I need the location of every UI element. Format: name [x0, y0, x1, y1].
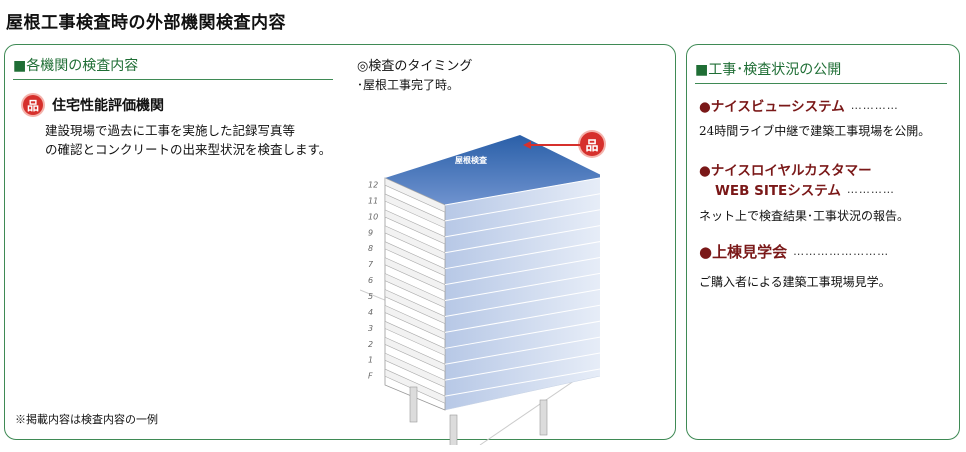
floor-line — [444, 368, 600, 397]
floor-line — [444, 193, 600, 222]
floor-number: 12 — [368, 181, 378, 190]
roof-inspection-label: 屋根検査 — [455, 156, 487, 165]
leader-dots: ………… — [846, 182, 895, 196]
floor-line — [444, 225, 600, 254]
timing-heading: ◎検査のタイミング — [357, 59, 473, 74]
org-desc-line: 建設現場で過去に工事を実施した記録写真等 — [45, 123, 296, 138]
nice-royal-customer-title: ●ナイスロイヤルカスタマー — [699, 159, 872, 179]
floor-line — [444, 177, 600, 206]
floor-slab — [384, 336, 446, 372]
org-desc-line: の確認とコンクリートの出来型状況を検査します。 — [45, 142, 332, 157]
floor-line — [444, 241, 600, 270]
leader-dots: ………… — [850, 98, 899, 112]
floor-number: 9 — [368, 228, 373, 237]
disclosure-panel: ■工事･検査状況の公開 ●ナイスビューシステム ………… 24時間ライブ中継で建… — [686, 44, 960, 440]
heading-rule — [695, 83, 947, 84]
floor-slab — [384, 177, 446, 213]
floor-number: 7 — [368, 260, 374, 269]
roof — [385, 135, 600, 205]
quality-badge-icon: 品 — [580, 132, 604, 156]
floor-line — [444, 320, 600, 349]
floor-slab — [384, 320, 446, 356]
leader-dots: …………………… — [793, 245, 890, 258]
floor-number: 2 — [368, 340, 373, 349]
floor-slab — [384, 241, 446, 277]
floor-line — [444, 272, 600, 302]
org-description: 建設現場で過去に工事を実施した記録写真等 の確認とコンクリートの出来型状況を検査… — [45, 121, 345, 159]
floor-number: 6 — [368, 276, 373, 285]
floor-slab — [384, 209, 446, 245]
quality-badge-icon: 品 — [23, 95, 43, 115]
item-title: WEB SITEシステム — [715, 183, 841, 199]
floor-line — [444, 288, 600, 317]
building-illustration: 12 11 10 9 8 7 6 5 4 3 2 1F — [360, 135, 600, 445]
floor-slab — [384, 257, 446, 293]
pillar — [539, 399, 548, 436]
floor-slab — [384, 193, 446, 229]
floor-slab — [384, 352, 446, 388]
section-heading-text: ■各機関の検査内容 — [13, 58, 139, 74]
floor-line — [444, 256, 600, 286]
nice-royal-customer-desc: ネット上で検査結果･工事状況の報告。 — [699, 209, 910, 223]
nice-view-system-desc: 24時間ライブ中継で建築工事現場を公開。 — [699, 124, 931, 138]
org-row: 品 住宅性能評価機関 — [23, 95, 164, 115]
floor-line — [444, 304, 600, 333]
item-title: ●ナイスビューシステム — [699, 99, 845, 115]
pillar — [449, 414, 458, 445]
pointer-arrow — [523, 141, 581, 149]
floor-slab — [384, 304, 446, 341]
floor-number: F — [368, 372, 373, 381]
floor-slab — [384, 273, 446, 309]
floor-slab — [384, 368, 446, 404]
nice-view-system-title: ●ナイスビューシステム ………… — [699, 95, 899, 116]
floor-slab — [384, 225, 446, 261]
pillar — [409, 386, 418, 423]
inspection-content-panel: ■各機関の検査内容 品 住宅性能評価機関 建設現場で過去に工事を実施した記録写真… — [4, 44, 676, 445]
floor-number: 4 — [368, 308, 373, 317]
section-heading-text: ■工事･検査状況の公開 — [695, 62, 842, 78]
heading-rule — [13, 79, 333, 80]
floor-number: 3 — [368, 324, 373, 333]
item-title: ●上棟見学会 — [699, 243, 788, 261]
footnote: ※掲載内容は検査内容の一例 — [15, 413, 158, 426]
section-heading: ■各機関の検査内容 — [13, 55, 138, 75]
org-name: 住宅性能評価機関 — [52, 98, 164, 114]
floor-number: 10 — [368, 212, 378, 221]
floor-number: 5 — [368, 292, 373, 301]
floor-number: 8 — [368, 244, 373, 253]
web-site-system-title: WEB SITEシステム ………… — [715, 179, 895, 200]
jotou-tour-desc: ご購入者による建築工事現場見学。 — [699, 275, 891, 289]
floor-slab — [384, 288, 446, 325]
floor-line — [444, 352, 600, 381]
floor-number: 11 — [368, 196, 378, 205]
floor-number: 1 — [368, 356, 373, 365]
jotou-tour-title: ●上棟見学会 …………………… — [699, 241, 889, 262]
item-title: ●ナイスロイヤルカスタマー — [699, 163, 872, 179]
timing-text: ･屋根工事完了時。 — [357, 78, 460, 92]
floor-line — [444, 209, 600, 238]
section-heading: ■工事･検査状況の公開 — [695, 59, 841, 79]
floor-line — [444, 336, 600, 365]
page-title: 屋根工事検査時の外部機関検査内容 — [6, 13, 286, 33]
